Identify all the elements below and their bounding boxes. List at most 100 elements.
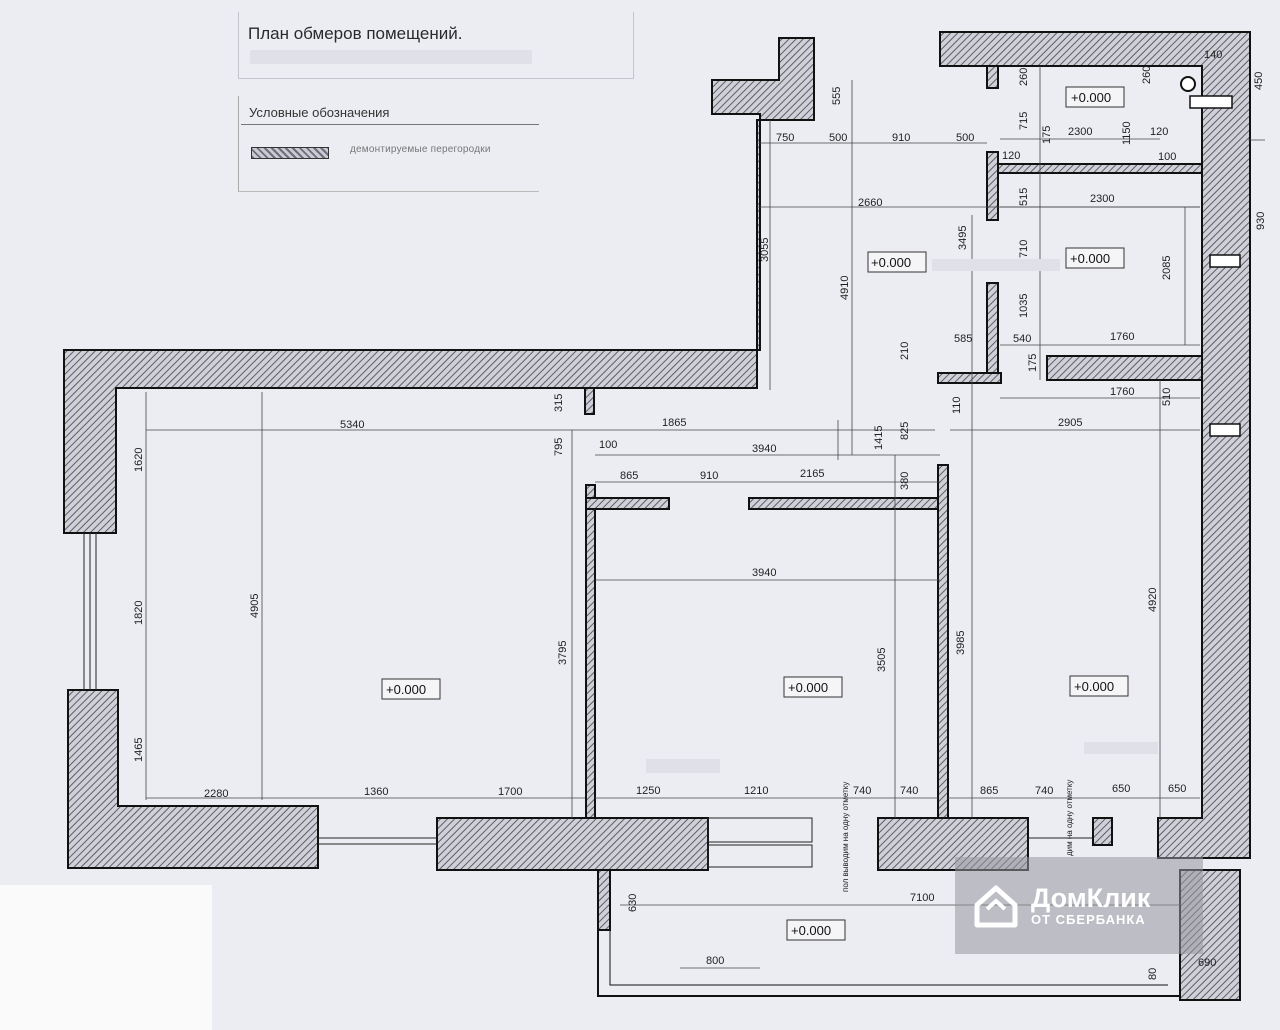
dim-r-1150: 1150 — [1121, 121, 1133, 145]
dim-top-750: 750 — [776, 132, 794, 144]
wall-bottom-center — [436, 817, 709, 871]
dim-bal-80: 80 — [1147, 968, 1159, 980]
dim-r-1760b: 1760 — [1110, 386, 1134, 398]
dim-m-4905: 4905 — [249, 594, 261, 618]
dim-r-110: 110 — [951, 396, 963, 414]
wall-bottom-window-frame-lower — [707, 844, 813, 868]
wall-left-lower — [67, 689, 319, 869]
dim-b-650a: 650 — [1112, 783, 1130, 795]
partition-hall-vertical — [986, 282, 999, 374]
dim-r-1760a: 1760 — [1110, 331, 1134, 343]
legend-item-label: демонтируемые перегородки — [350, 144, 491, 155]
dim-m-3940b: 3940 — [752, 567, 776, 579]
partition-room-left — [585, 484, 596, 819]
level-mark-hall: +0.000 — [871, 255, 911, 270]
dim-b-650b: 650 — [1168, 783, 1186, 795]
dim-r-450: 450 — [1253, 72, 1265, 90]
partition-bath-vertical — [986, 151, 999, 221]
dim-l-1865: 1865 — [662, 417, 686, 429]
dim-c-4910: 4910 — [839, 276, 851, 300]
dim-l-825: 825 — [899, 422, 911, 440]
dim-b-1360: 1360 — [364, 786, 388, 798]
dim-m-3505: 3505 — [876, 648, 888, 672]
dim-top-500a: 500 — [829, 132, 847, 144]
partition-hall-corner — [937, 372, 1002, 384]
dim-r-585: 585 — [954, 333, 972, 345]
dim-b-2280: 2280 — [204, 788, 228, 800]
window-left — [83, 533, 97, 690]
dim-r-2660: 2660 — [858, 197, 882, 209]
floor-note-b: дим на одну отметку — [1065, 780, 1074, 856]
dim-r-175b: 175 — [1027, 354, 1039, 372]
dim-m-3795: 3795 — [557, 641, 569, 665]
dim-r-210: 210 — [899, 342, 911, 360]
partition-center-stub — [584, 387, 595, 415]
dim-l-1415: 1415 — [873, 426, 885, 450]
dimension-lines — [145, 66, 1265, 969]
dim-r-515: 515 — [1018, 188, 1030, 206]
redacted-subtitle — [250, 50, 532, 64]
blank-corner — [0, 885, 212, 1030]
level-mark-bedroom: +0.000 — [788, 680, 828, 695]
domclick-watermark: ДомКлик ОТ СБЕРБАНКА — [955, 857, 1203, 954]
dim-bal-7100: 7100 — [910, 892, 934, 904]
title-frame — [238, 12, 634, 79]
floor-note-a: пол выводим на одну отметку — [841, 782, 850, 892]
dim-r-3495: 3495 — [957, 226, 969, 250]
dim-l-5340: 5340 — [340, 419, 364, 431]
dim-top-555: 555 — [831, 87, 843, 105]
dim-top-910: 910 — [892, 132, 910, 144]
plan-redactions — [646, 259, 1158, 773]
partition-bath-top — [986, 65, 999, 89]
partition-kitchen — [1046, 355, 1203, 381]
window-bottom — [318, 837, 1093, 845]
dim-l-795: 795 — [553, 438, 565, 456]
level-mark-living: +0.000 — [386, 682, 426, 697]
dim-b-865: 865 — [980, 785, 998, 797]
dim-l-2905: 2905 — [1058, 417, 1082, 429]
dim-b-740a: 740 — [853, 785, 871, 797]
dim-l-2165: 2165 — [800, 468, 824, 480]
dim-r-2300a: 2300 — [1068, 126, 1092, 138]
partition-room-top-b — [748, 497, 945, 510]
floor-notes: пол выводим на одну отметку дим на одну … — [841, 780, 1074, 892]
dim-r-140: 140 — [1204, 49, 1222, 61]
dim-bal-800: 800 — [706, 955, 724, 967]
dim-r-710: 710 — [1018, 240, 1030, 258]
level-mark-balcony: +0.000 — [791, 923, 831, 938]
partition-room-right — [937, 464, 949, 819]
legend-divider — [241, 124, 539, 125]
dim-top-500b: 500 — [956, 132, 974, 144]
dim-l-1620: 1620 — [133, 448, 145, 472]
level-mark-bath: +0.000 — [1071, 90, 1111, 105]
dim-r-175: 175 — [1041, 126, 1053, 144]
dim-l-865a: 865 — [620, 470, 638, 482]
dim-r-100: 100 — [1158, 151, 1176, 163]
dim-b-1700: 1700 — [498, 786, 522, 798]
house-logo-icon — [973, 883, 1019, 929]
dim-r-260b: 260 — [1141, 66, 1153, 84]
legend-hatch-swatch — [251, 147, 329, 159]
wall-left-upper — [63, 37, 815, 534]
wall-right-outer — [939, 31, 1251, 859]
dim-b-740c: 740 — [1035, 785, 1053, 797]
level-marks: +0.000 +0.000 +0.000 +0.000 +0.000 +0.00… — [381, 86, 1129, 941]
partition-bath-horizontal — [997, 163, 1203, 174]
dim-m-4920: 4920 — [1147, 588, 1159, 612]
wall-bottom-window-frame — [707, 817, 813, 843]
dim-r-120b: 120 — [1002, 150, 1020, 162]
dim-c-3055: 3055 — [759, 238, 771, 262]
dim-r-715: 715 — [1018, 112, 1030, 130]
dim-r-2300b: 2300 — [1090, 193, 1114, 205]
logo-main-text: ДомКлик — [1031, 883, 1151, 913]
dim-l-380: 380 — [899, 472, 911, 490]
dim-bal-630: 630 — [627, 894, 639, 912]
dim-m-3985: 3985 — [955, 631, 967, 655]
dim-r-260a: 260 — [1018, 68, 1030, 86]
dim-l-910: 910 — [700, 470, 718, 482]
dim-r-540: 540 — [1013, 333, 1031, 345]
dim-r-510: 510 — [1161, 388, 1173, 406]
level-mark-wc: +0.000 — [1070, 251, 1110, 266]
walls — [63, 31, 1251, 871]
